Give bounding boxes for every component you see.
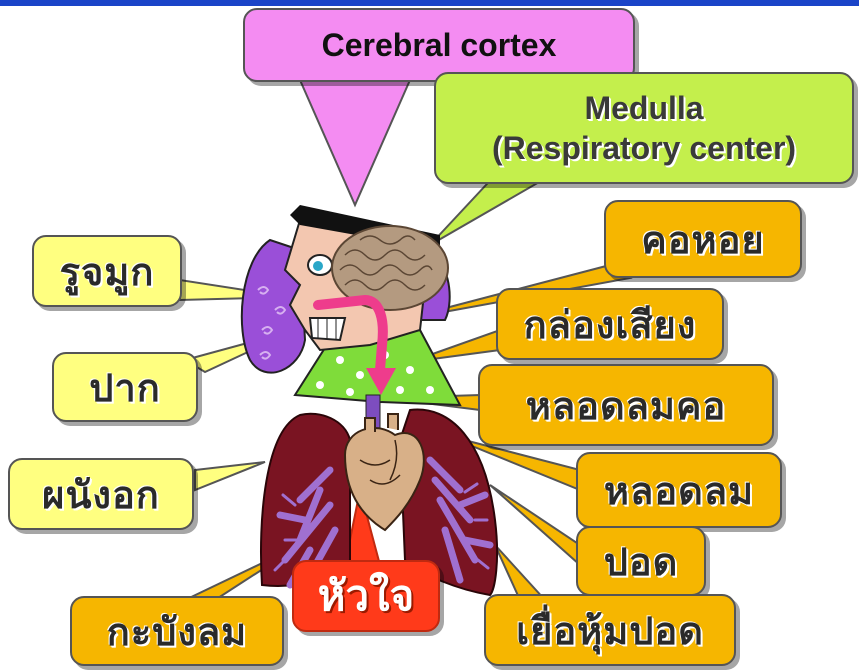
- diaphragm-label: กะบังลม: [70, 596, 284, 666]
- heart-text: หัวใจ: [318, 563, 414, 629]
- lung-text: ปอด: [604, 531, 679, 592]
- bronchus-text: หลอดลม: [604, 460, 754, 521]
- heart-label: หัวใจ: [292, 560, 440, 632]
- pleura-pointer: [495, 545, 545, 600]
- medulla-text-line2: (Respiratory center): [492, 128, 796, 168]
- chest-wall-label: ผนังอก: [8, 458, 194, 530]
- larynx-label: กล่องเสียง: [496, 288, 724, 360]
- medulla-label: Medulla (Respiratory center): [434, 72, 854, 184]
- mouth-text: ปาก: [89, 357, 160, 418]
- lung-label: ปอด: [576, 526, 706, 596]
- cerebral-cortex-label: Cerebral cortex: [243, 8, 635, 82]
- cerebral-pointer: [300, 80, 410, 205]
- cerebral-cortex-text: Cerebral cortex: [322, 27, 557, 64]
- pleura-label: เยื่อหุ้มปอด: [484, 594, 736, 666]
- mouth-label: ปาก: [52, 352, 198, 422]
- throat-label: คอหอย: [604, 200, 802, 278]
- throat-text: คอหอย: [641, 209, 764, 270]
- medulla-text-line1: Medulla: [584, 88, 703, 128]
- diaphragm-text: กะบังลม: [107, 601, 247, 662]
- bronchus-label: หลอดลม: [576, 452, 782, 528]
- chest-wall-pointer: [195, 462, 265, 490]
- nostril-text: รูจมูก: [60, 241, 155, 302]
- larynx-text: กล่องเสียง: [524, 294, 697, 355]
- trachea-label: หลอดลมคอ: [478, 364, 774, 446]
- trachea-text: หลอดลมคอ: [526, 375, 726, 436]
- chest-wall-text: ผนังอก: [42, 464, 160, 525]
- pleura-text: เยื่อหุ้มปอด: [516, 600, 704, 661]
- nostril-label: รูจมูก: [32, 235, 182, 307]
